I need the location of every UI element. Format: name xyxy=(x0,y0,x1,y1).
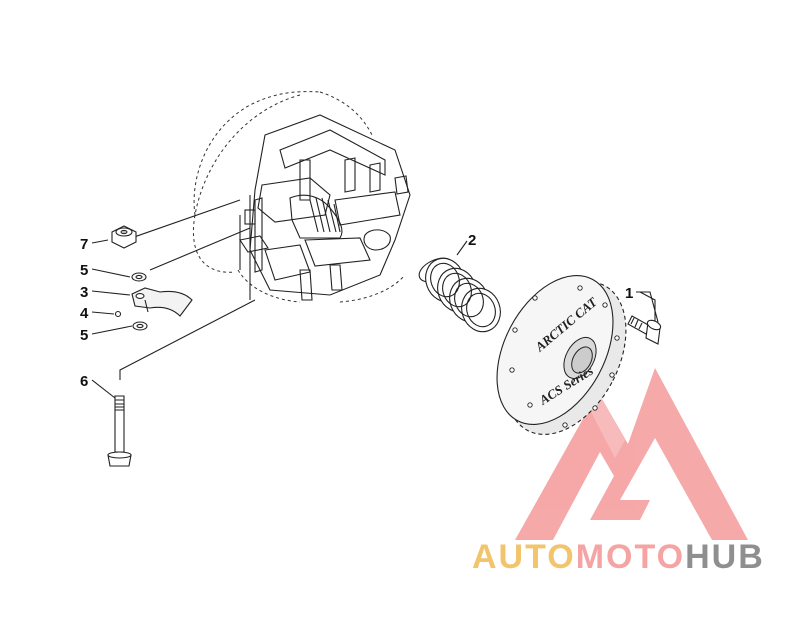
callout-4[interactable]: 4 xyxy=(80,305,89,322)
callout-5-lower[interactable]: 5 xyxy=(80,327,88,344)
clutch-body xyxy=(193,91,411,303)
cover-plate[interactable]: ARCTIC CAT ACS Series xyxy=(473,256,650,455)
bolt-icon[interactable] xyxy=(627,315,662,345)
callout-numbers: 7 5 3 4 5 6 2 1 xyxy=(80,232,633,390)
watermark-part2: MOTO xyxy=(576,538,685,576)
watermark-part3: HUB xyxy=(685,538,765,576)
callout-5-upper[interactable]: 5 xyxy=(80,262,88,279)
callout-ticks xyxy=(91,239,659,399)
shaft-bolt-icon[interactable] xyxy=(107,395,132,467)
watermark-logo-icon xyxy=(515,368,748,540)
watermark-part1: AUTO xyxy=(472,538,576,576)
callout-2[interactable]: 2 xyxy=(468,232,476,249)
nut-icon[interactable] xyxy=(111,225,137,249)
callout-1[interactable]: 1 xyxy=(625,285,633,302)
callout-7[interactable]: 7 xyxy=(80,236,88,253)
spring-icon[interactable] xyxy=(415,253,506,337)
arm-icon[interactable] xyxy=(131,287,193,317)
washer-upper-icon[interactable] xyxy=(131,272,147,282)
washer-lower-icon[interactable] xyxy=(132,321,148,331)
callout-3[interactable]: 3 xyxy=(80,284,88,301)
watermark-text: AUTOMOTOHUB xyxy=(472,538,765,576)
callout-6[interactable]: 6 xyxy=(80,373,88,390)
svg-text:AUTOMOTOHUB: AUTOMOTOHUB xyxy=(472,538,765,576)
pin-icon[interactable] xyxy=(114,310,122,318)
